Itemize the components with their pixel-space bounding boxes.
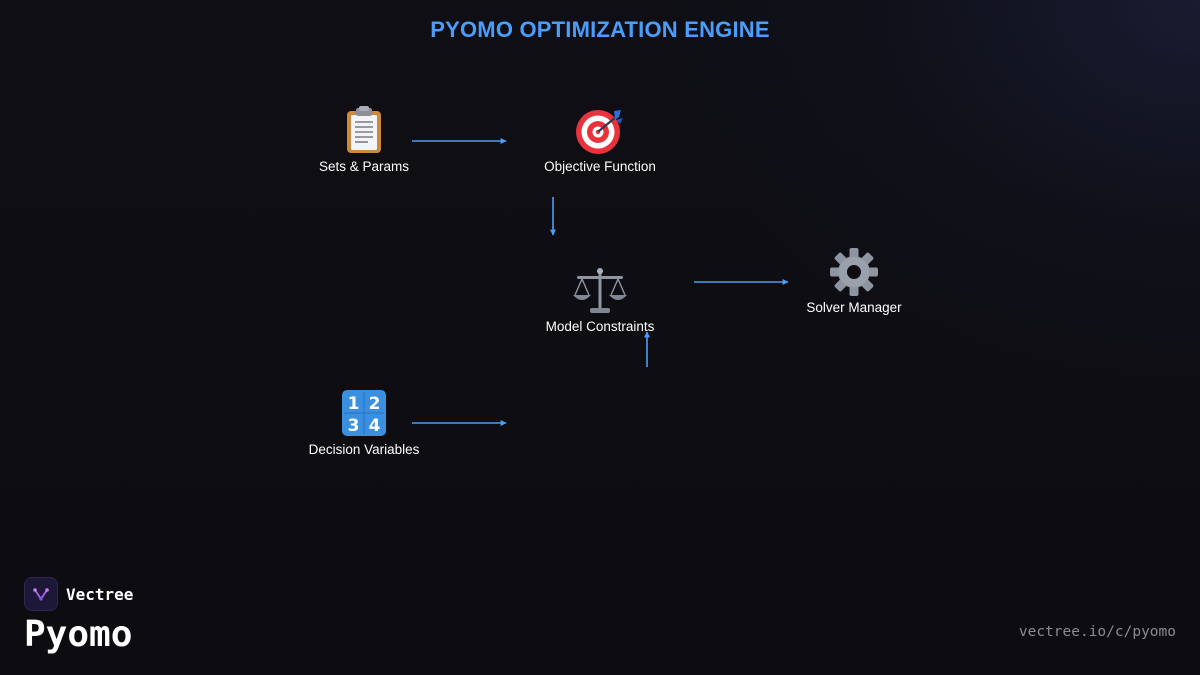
node-label: Solver Manager xyxy=(806,300,902,315)
brand-block: Vectree Pyomo xyxy=(24,577,133,655)
product-name: Pyomo xyxy=(24,614,133,655)
brand-row: Vectree xyxy=(24,577,133,611)
node-decision-variables: 1 2 3 4 Decision Variables xyxy=(284,388,444,458)
node-solver-manager: Solver Manager xyxy=(774,246,934,316)
course-url[interactable]: vectree.io/c/pyomo xyxy=(1018,624,1176,640)
node-label: Model Constraints xyxy=(545,319,655,334)
numbers-icon: 1 2 3 4 xyxy=(342,390,386,436)
brand-name: Vectree xyxy=(66,584,134,604)
node-model-constraints: Model Constraints xyxy=(520,265,680,335)
svg-text:3: 3 xyxy=(348,416,360,436)
vectree-logo-icon xyxy=(24,577,58,611)
node-label: Decision Variables xyxy=(308,442,420,457)
node-label: Objective Function xyxy=(544,159,656,174)
svg-text:2: 2 xyxy=(369,394,381,414)
node-objective-function: Objective Function xyxy=(520,105,680,175)
scales-icon xyxy=(573,268,627,313)
svg-text:4: 4 xyxy=(369,416,381,436)
node-sets-params: Sets & Params xyxy=(284,105,444,175)
clipboard-icon xyxy=(347,106,381,153)
node-label: Sets & Params xyxy=(318,159,410,174)
gear-icon xyxy=(830,248,878,296)
page-title: PYOMO OPTIMIZATION ENGINE xyxy=(430,17,770,42)
target-icon xyxy=(576,110,623,154)
svg-text:1: 1 xyxy=(348,394,360,414)
